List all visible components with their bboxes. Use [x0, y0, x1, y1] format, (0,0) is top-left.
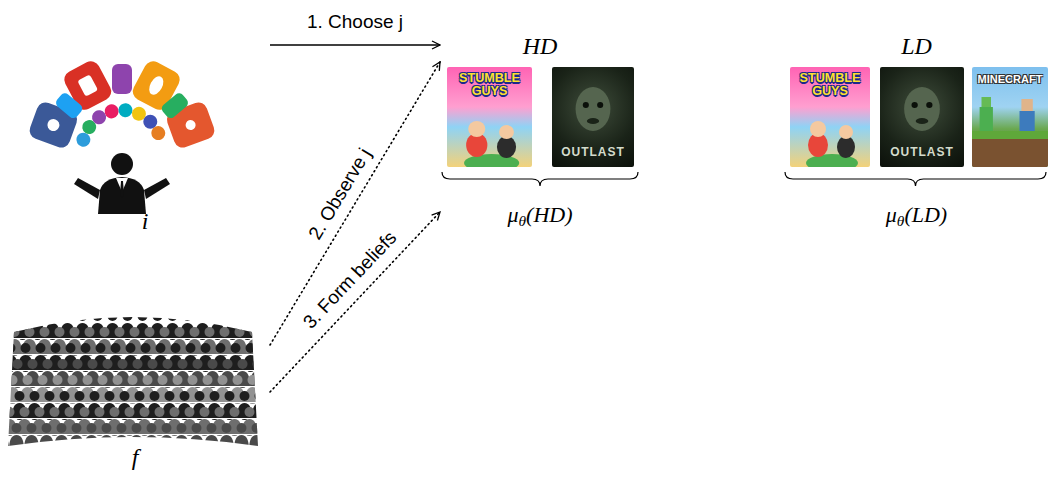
tile-shape	[1021, 99, 1032, 111]
node-label: f	[132, 444, 139, 472]
social-fan	[27, 58, 217, 150]
tile-shape	[972, 131, 1048, 139]
tile-shape	[576, 87, 611, 131]
tile-shape	[912, 102, 918, 108]
crowd-silhouette	[0, 310, 292, 452]
tile-shape	[810, 121, 826, 137]
game-tile: STUMBLE GUYS	[447, 67, 532, 167]
choice-set: LD μθ(LD) STUMBLE GUYS OUTLAST MINECRAFT	[785, 33, 1048, 227]
art-shape	[118, 103, 133, 118]
audience-figure: f	[0, 300, 270, 472]
tile-shape	[583, 102, 589, 108]
game-tile: MINECRAFT	[972, 67, 1048, 167]
math-subscript: θ	[519, 212, 527, 229]
icon-dot	[118, 103, 133, 118]
speaker-silhouette	[74, 153, 170, 214]
edge-label-holder: 2. Observe j	[302, 142, 377, 246]
tile-shape	[916, 118, 929, 124]
game-tile: OUTLAST	[880, 67, 964, 167]
tile-shape	[839, 125, 853, 139]
tile-shape	[587, 118, 599, 124]
icon-dot	[149, 124, 168, 143]
icon-dot	[103, 103, 120, 120]
tile-shape	[837, 136, 855, 158]
tile-shape	[972, 137, 1048, 167]
tile-shape	[982, 97, 992, 107]
art-shape	[149, 124, 168, 143]
node-label: i	[142, 208, 149, 236]
tile-shape	[468, 121, 485, 137]
step-label: 1. Choose j	[304, 11, 406, 33]
art-shape	[112, 64, 132, 94]
tile-shape	[926, 102, 932, 108]
icon-mark	[77, 74, 98, 96]
math-part: μ	[507, 202, 518, 227]
speaker-head	[111, 153, 133, 175]
game-tile: OUTLAST	[552, 67, 634, 167]
game-title: STUMBLE GUYS	[790, 72, 870, 97]
edge-label-holder: 1. Choose j	[304, 11, 406, 33]
game-tile: STUMBLE GUYS	[790, 67, 870, 167]
icon-mark	[46, 117, 61, 132]
speaker-body	[98, 177, 146, 214]
choice-set: HD μθ(HD) STUMBLE GUYS OUTLAST	[440, 33, 640, 227]
icon-mark	[146, 74, 166, 97]
tile-shape	[499, 125, 514, 139]
art-shape	[160, 91, 190, 120]
tile-shape	[980, 107, 993, 131]
brace	[442, 172, 638, 186]
speaker-arm	[144, 178, 170, 199]
brace	[785, 172, 1046, 186]
art-shape	[54, 91, 84, 120]
solid-arrow	[270, 44, 440, 45]
icon-mark	[184, 119, 197, 132]
step-label: 2. Observe j	[302, 142, 377, 246]
game-title: MINECRAFT	[978, 73, 1043, 85]
crowd-row	[0, 422, 289, 452]
measure-label: μθ(HD)	[507, 202, 572, 227]
dotted-arrow	[270, 212, 440, 392]
node-label: HD	[523, 33, 558, 61]
game-title: OUTLAST	[561, 145, 625, 159]
tile-shape	[597, 102, 603, 108]
math-part: (LD)	[904, 202, 947, 227]
art-shape	[103, 103, 120, 120]
icon-tile	[54, 91, 84, 120]
actor-figure: i	[20, 0, 270, 236]
game-title: STUMBLE GUYS	[447, 72, 532, 97]
tile-shape	[497, 136, 516, 158]
tile-shape	[904, 87, 940, 131]
math-part: μ	[886, 202, 897, 227]
speaker-arm	[74, 178, 100, 199]
icon-tile	[112, 64, 132, 94]
node-label: LD	[901, 33, 932, 61]
measure-label: μθ(LD)	[886, 202, 947, 227]
icon-tile	[160, 91, 190, 120]
art-shape	[0, 422, 289, 452]
math-subscript: θ	[897, 212, 905, 229]
speaker-tie	[120, 181, 124, 198]
math-part: (HD)	[526, 202, 572, 227]
tile-shape	[1020, 111, 1035, 131]
game-title: OUTLAST	[890, 145, 954, 159]
